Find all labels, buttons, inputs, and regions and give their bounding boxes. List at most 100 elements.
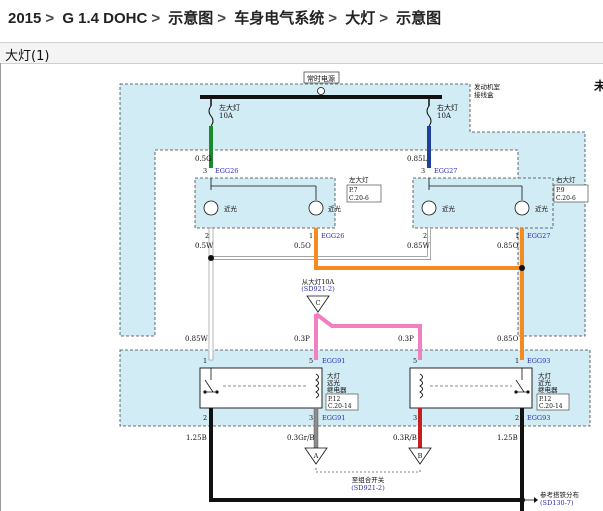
- low-beam-relay: [409, 367, 533, 409]
- relay-left-pin2: 2: [203, 414, 207, 422]
- relay-right-name-3: 继电器: [538, 385, 558, 394]
- right-lamp-bulb-1: [421, 200, 437, 216]
- pin-3-right: 3: [421, 167, 425, 175]
- connector-a-icon: [304, 447, 328, 465]
- left-lamp-near-2: 近光: [328, 204, 342, 213]
- power-terminal: [317, 87, 325, 95]
- wire-gray-black: [313, 407, 319, 449]
- relay-left-pin3: 3: [309, 414, 313, 422]
- power-label-box: [303, 71, 340, 84]
- fuse-left-rating: 10A: [219, 112, 234, 120]
- high-beam-relay: [199, 367, 323, 409]
- connector-egg27: EGG27: [434, 167, 457, 175]
- right-lamp-bulb-2: [514, 200, 530, 216]
- engine-fusebox-area: [119, 83, 586, 337]
- connector-b-label: B: [418, 452, 423, 460]
- left-lamp-name: 左大灯: [349, 175, 369, 184]
- relay-left-coil: [315, 373, 319, 399]
- breadcrumb-separator: >: [379, 10, 388, 27]
- connector-egg26-lower: EGG26: [321, 232, 344, 240]
- breadcrumb-separator: >: [45, 10, 55, 27]
- relay-right-pin2: 2: [515, 414, 519, 422]
- ground-ref-code: (SD130-7): [540, 499, 574, 507]
- breadcrumb-current: 示意图: [396, 10, 442, 27]
- left-lamp-ref: C.20-6: [349, 195, 369, 202]
- wire-black-ground: [209, 498, 524, 502]
- breadcrumb-engine[interactable]: G 1.4 DOHC: [62, 10, 148, 27]
- fusebox-label-2: 接线盒: [474, 90, 494, 99]
- breadcrumb-headlamp[interactable]: 大灯: [345, 10, 376, 27]
- relay-right-pin1: 1: [515, 357, 519, 365]
- relay-right-ref: C.20-14: [539, 403, 563, 410]
- connector-egg91: EGG91: [322, 357, 345, 365]
- breadcrumb-body-electrical[interactable]: 车身电气系统: [234, 10, 325, 27]
- section-title: 大灯(1): [5, 49, 50, 64]
- wire-label-05g: 0.5G: [195, 155, 212, 163]
- breadcrumb-separator: >: [217, 10, 227, 27]
- relay-left-name-2: 远光: [327, 378, 341, 387]
- wire-pink: [314, 312, 422, 360]
- wire-label-03p-left: 0.3P: [294, 335, 310, 343]
- relay-left-name-3: 继电器: [327, 385, 347, 394]
- connector-egg93: EGG93: [527, 357, 550, 365]
- wire-label-085l: 0.85L: [407, 155, 428, 163]
- fuse-left-icon: [208, 105, 214, 127]
- breadcrumb: 2015> G 1.4 DOHC> 示意图> 车身电气系统> 大灯> 示意图: [8, 7, 445, 28]
- wire-orange-cross: [314, 228, 522, 270]
- fuse-left-name: 左大灯: [219, 103, 240, 112]
- relay-left-pin1: 1: [203, 357, 207, 365]
- relay-left-name-1: 大灯: [327, 371, 341, 380]
- wire-label-03p-right: 0.3P: [398, 335, 414, 343]
- pin-2-right: 2: [423, 232, 427, 240]
- wire-white-left: [208, 227, 214, 361]
- combo-switch-ref: (SD921-2): [351, 484, 385, 492]
- right-lamp-page: P.9: [556, 187, 565, 194]
- fuse-right-rating: 10A: [437, 112, 452, 120]
- wire-white-cross: [211, 228, 431, 260]
- right-lamp-ref: C.20-6: [556, 195, 576, 202]
- breadcrumb-separator: >: [151, 10, 161, 27]
- pin-1-right: 1: [515, 232, 519, 240]
- connector-egg93-lower: EGG93: [527, 414, 550, 422]
- relay-right-coil: [419, 373, 423, 399]
- from-lamp-ref: (SD921-2): [301, 285, 335, 293]
- pin-3-left: 3: [203, 167, 207, 175]
- connector-c-icon: [306, 295, 330, 313]
- right-lamp-near-1: 近光: [442, 204, 456, 213]
- right-lamp-name: 右大灯: [556, 175, 576, 184]
- relay-left-ref: C.20-14: [328, 403, 352, 410]
- wire-label-03grb: 0.3Gr/B: [287, 434, 315, 442]
- relay-right-pin5: 5: [413, 357, 417, 365]
- connector-b-icon: [408, 447, 432, 465]
- wire-label-05w: 0.5W: [195, 242, 214, 250]
- wire-label-05o: 0.5O: [294, 242, 311, 250]
- relay-right-page: P.12: [539, 396, 552, 403]
- section-header: 大灯(1): [0, 42, 603, 64]
- relay-right-name-2: 近光: [538, 378, 552, 387]
- side-note: 未: [593, 78, 603, 93]
- connector-c-label: C: [316, 299, 321, 307]
- fuse-right-name: 右大灯: [437, 103, 458, 112]
- wire-black-left: [209, 408, 213, 502]
- wire-label-085o-lower: 0.85O: [497, 335, 519, 343]
- combo-switch-label: 至组合开关: [352, 475, 385, 484]
- relay-left-page: P.12: [328, 396, 341, 403]
- left-lamp-bulb-1: [203, 200, 219, 216]
- pin-1-left: 1: [309, 232, 313, 240]
- breadcrumb-year[interactable]: 2015: [8, 10, 42, 27]
- power-label: 常时电源: [307, 74, 335, 83]
- wire-label-125b-right: 1.25B: [497, 434, 518, 442]
- wire-blue: [427, 126, 431, 168]
- from-lamp-label: 从大灯10A: [302, 277, 335, 286]
- left-lamp-bulb-2: [308, 200, 324, 216]
- left-lamp-page: P.7: [349, 187, 358, 194]
- relay-right-pin3: 3: [413, 414, 417, 422]
- ground-ref-label: 参考搭铁分布: [540, 490, 580, 499]
- wire-green: [209, 126, 213, 168]
- right-lamp-near-2: 近光: [535, 204, 549, 213]
- breadcrumb-schematic[interactable]: 示意图: [168, 10, 214, 27]
- connector-egg27-lower: EGG27: [527, 232, 550, 240]
- wire-label-125b-left: 1.25B: [186, 434, 207, 442]
- wire-label-085w: 0.85W: [407, 242, 431, 250]
